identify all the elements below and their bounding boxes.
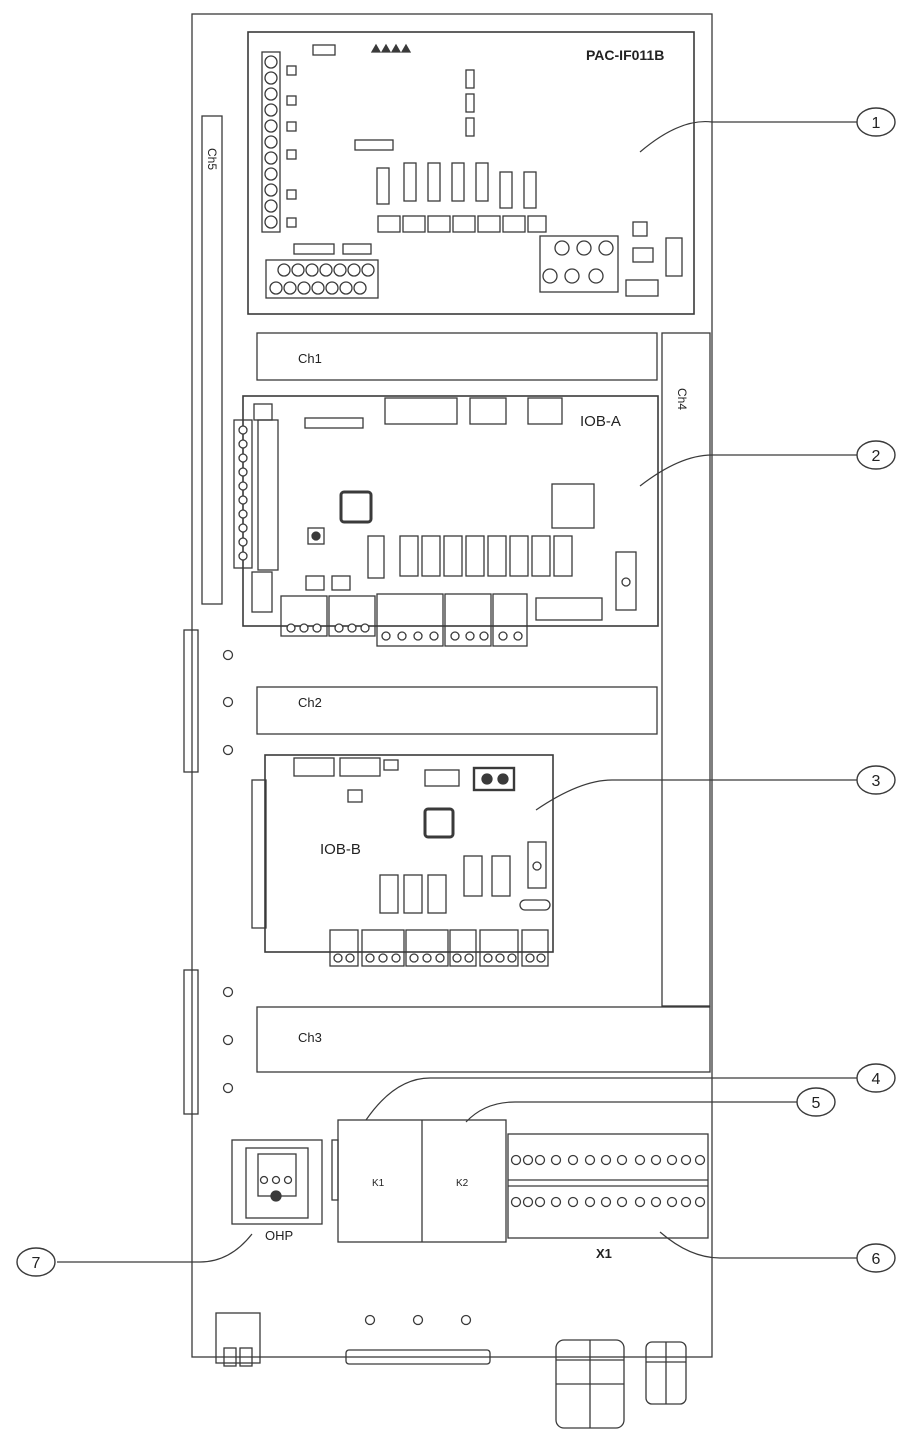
pac-power-terminals <box>539 221 683 297</box>
ch1-duct <box>256 332 658 381</box>
iob-a-relays <box>399 535 573 577</box>
pac-board-label: PAC-IF011B <box>586 47 664 63</box>
callout-5: 5 <box>812 1095 821 1112</box>
callout-2: 2 <box>872 448 881 465</box>
ch5-label: Ch5 <box>205 148 219 170</box>
ch2-label: Ch2 <box>298 695 322 710</box>
x1-label: X1 <box>596 1246 612 1261</box>
ch3-label: Ch3 <box>298 1030 322 1045</box>
iob-b-bottom-terminals <box>329 929 549 967</box>
ch1-label: Ch1 <box>298 351 322 366</box>
mounting-holes <box>222 649 234 1094</box>
k2-label: K2 <box>456 1178 469 1189</box>
callout-1: 1 <box>872 115 881 132</box>
leader-lines <box>57 120 857 1263</box>
k1-label: K1 <box>372 1178 385 1189</box>
pac-connector-row <box>377 215 547 233</box>
callout-7: 7 <box>32 1255 41 1272</box>
pac-bottom-terminals <box>265 259 379 299</box>
callout-4: 4 <box>872 1071 881 1088</box>
ch4-duct <box>661 332 711 1007</box>
iobb-board-label: IOB-B <box>320 841 361 858</box>
ch3-duct <box>256 1006 711 1073</box>
pac-relays <box>376 162 537 209</box>
iob-b-board <box>251 754 554 967</box>
iob-a-board <box>233 395 659 647</box>
bottom-fittings <box>215 1312 687 1429</box>
ch2-duct <box>256 686 658 735</box>
x1-terminal-block <box>507 1133 709 1239</box>
left-din-rail-lower <box>183 969 199 1115</box>
iob-b-relays <box>379 855 511 914</box>
ohp-device <box>231 1139 323 1225</box>
ioba-board-label: IOB-A <box>580 413 621 430</box>
pac-left-terminals <box>261 51 297 233</box>
callout-circles <box>16 107 896 1277</box>
ch4-label: Ch4 <box>675 388 689 410</box>
callout-3: 3 <box>872 773 881 790</box>
callout-6: 6 <box>872 1251 881 1268</box>
iob-a-bottom-terminals <box>280 593 528 647</box>
k1-k2-contactors <box>331 1119 507 1243</box>
pac-top-leds <box>370 43 412 53</box>
enclosure-plate <box>191 13 713 1358</box>
ch5-duct <box>201 115 223 605</box>
pac-if011b-board <box>247 31 695 315</box>
left-din-rail-upper <box>183 629 199 773</box>
ohp-label: OHP <box>265 1228 293 1243</box>
